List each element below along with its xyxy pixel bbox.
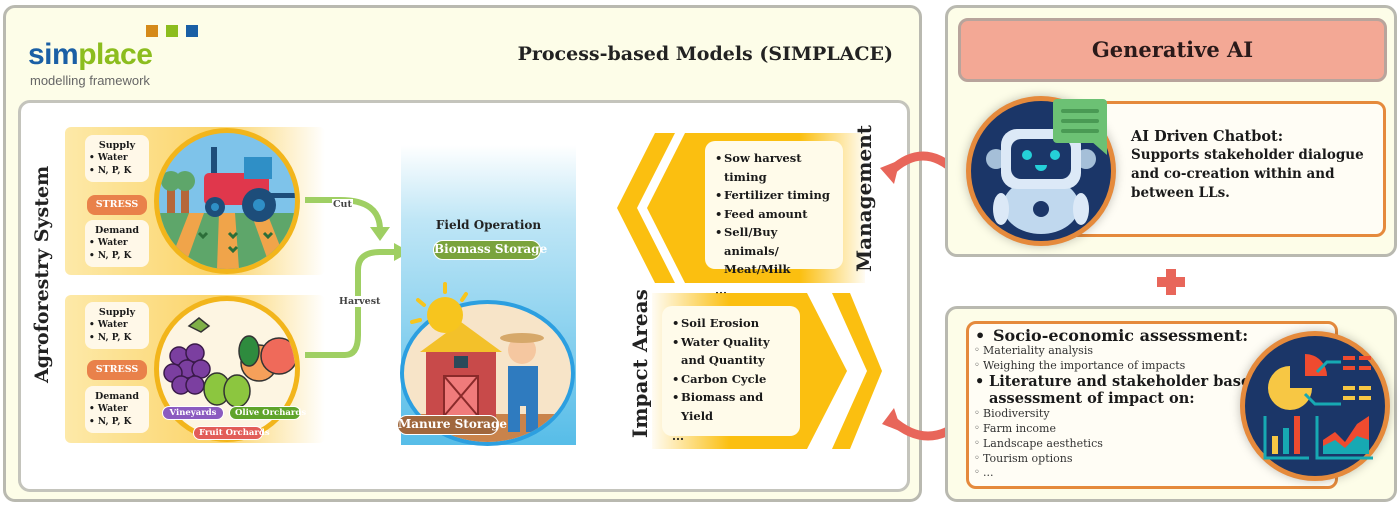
demand-box: Demand • Water • N, P, K [85,386,149,433]
robot-icon [986,129,1096,234]
analytics-charts-icon [1263,354,1373,460]
impact-item: Water Quality and Quantity [672,333,790,370]
stress-badge: STRESS [87,195,147,215]
cut-arrow-head [370,227,390,241]
biomass-storage-pill: Biomass Storage [433,240,547,260]
manure-storage-pill: Manure Storage [397,415,507,435]
impact-on-item: Landscape aesthetics [974,437,1335,452]
orchards-illustration [154,296,300,442]
demand-box: Demand • Water • N, P, K [85,220,149,267]
generative-ai-panel: Generative AI AI Driven Chatbot: Support… [945,5,1397,257]
agroforestry-label: Agroforestry System [31,165,53,383]
impact-areas-label: Impact Areas [628,289,652,438]
flow-arrows [305,197,410,358]
supply-item: • N, P, K [89,166,132,176]
chatbot-title: AI Driven Chatbot: [1131,128,1284,145]
supply-item: • Water [89,320,128,330]
supply-box: Supply • Water • N, P, K [85,135,149,182]
logo-wordmark: simplace [28,38,153,71]
logo-square-blue [186,25,198,37]
tag-vineyards: Vineyards [162,406,224,420]
supply-item: • N, P, K [89,333,132,343]
cut-label: Cut [332,199,353,210]
management-item: Sell/Buy animals/ Meat/Milk [715,223,833,279]
management-item: Sow harvest timing [715,149,833,186]
chatbot-description-box: AI Driven Chatbot: Supports stakeholder … [1058,101,1386,237]
demand-item: • Water [89,404,128,414]
literature-heading: Literature and stakeholder based assessm… [975,373,1275,407]
supply-box: Supply • Water • N, P, K [85,302,149,349]
chatbot-description: Supports stakeholder dialogue and co-cre… [1131,147,1364,201]
panel-title: Process-based Models (SIMPLACE) [517,43,893,65]
sun-icon [410,282,468,333]
assessment-panel: Socio-economic assessment: Materiality a… [945,306,1397,502]
impact-on-item: Biodiversity [974,407,1335,422]
impact-on-item: ... [974,466,1335,481]
impact-item: Soil Erosion [672,314,790,333]
impact-item: Biomass and Yield [672,388,790,425]
generative-ai-header: Generative AI [958,18,1387,82]
impact-areas-box: Soil Erosion Water Quality and Quantity … [662,306,800,443]
stress-badge: STRESS [87,360,147,380]
demand-item: • N, P, K [89,251,132,261]
tag-olive-orchards: Olive Orchards [229,406,306,420]
demand-item: • Water [89,238,128,248]
harvest-label: Harvest [338,296,382,307]
demand-item: • N, P, K [89,417,132,427]
management-item: Feed amount [715,205,833,224]
logo-square-green [166,25,178,37]
impact-item: Carbon Cycle [672,370,790,389]
analytics-avatar [1240,331,1390,481]
logo-square-orange [146,25,158,37]
management-item: Fertilizer timing [715,186,833,205]
tag-fruit-orchards: Fruit Orchards [193,426,270,440]
supply-item: • Water [89,153,128,163]
fruits-icon [163,317,295,408]
socio-economic-heading: Socio-economic assessment: [975,327,1335,344]
logo-subtitle: modelling framework [30,73,150,88]
socio-item: Weighing the importance of impacts [974,359,1335,374]
chat-bubble-icon [1053,99,1107,155]
tractor-field-illustration [154,128,300,274]
impact-on-item: Tourism options [974,452,1335,467]
impact-on-item: Farm income [974,422,1335,437]
tractor-icon [159,147,295,269]
impact-more: ... [672,429,685,443]
socio-item: Materiality analysis [974,344,1335,359]
management-box: Sow harvest timing Fertilizer timing Fee… [705,141,843,297]
plus-icon [1157,269,1185,295]
field-operation-title: Field Operation [435,218,542,232]
management-label: Management [852,125,876,272]
